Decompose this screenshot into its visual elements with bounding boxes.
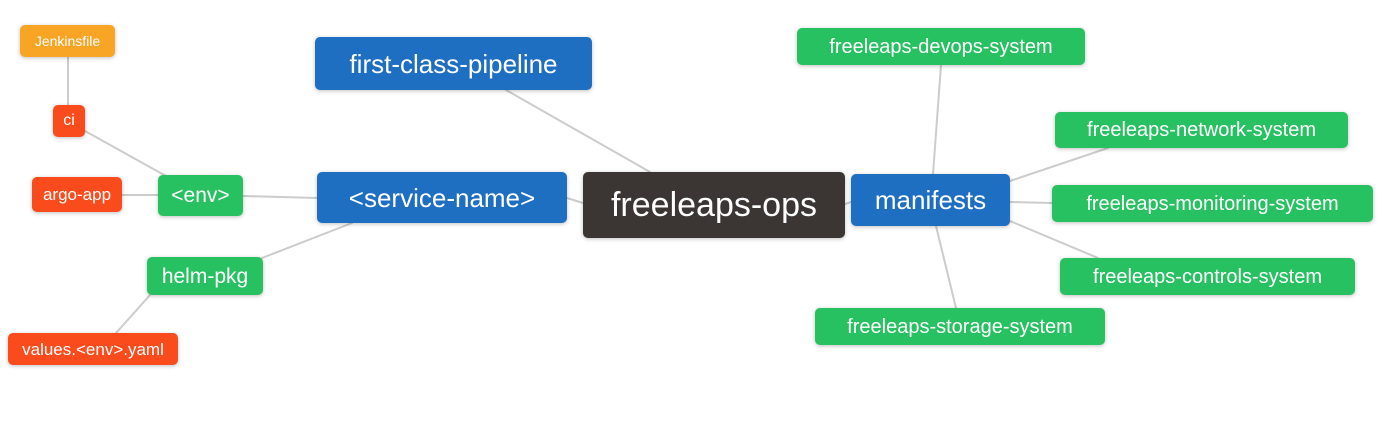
node-argo-app[interactable]: argo-app	[32, 177, 122, 212]
edge-manifests-freeleaps-controls-system	[1009, 220, 1099, 259]
node-values-env-yaml[interactable]: values.<env>.yaml	[8, 333, 178, 365]
edge-manifests-freeleaps-monitoring-system	[1009, 201, 1053, 204]
node-freeleaps-controls-system[interactable]: freeleaps-controls-system	[1060, 258, 1355, 295]
node-jenkinsfile[interactable]: Jenkinsfile	[20, 25, 115, 57]
node-freeleaps-devops-system[interactable]: freeleaps-devops-system	[797, 28, 1085, 65]
edge-manifests-freeleaps-network-system	[1009, 147, 1109, 182]
edge-manifests-freeleaps-devops-system	[932, 64, 942, 175]
node-freeleaps-ops[interactable]: freeleaps-ops	[583, 172, 845, 238]
edge-first-class-pipeline-freeleaps-ops	[505, 89, 651, 173]
edge-values-env-yaml-helm-pkg	[115, 294, 151, 334]
node-freeleaps-monitoring-system[interactable]: freeleaps-monitoring-system	[1052, 185, 1373, 222]
edge-env-service-name	[242, 195, 318, 199]
edge-manifests-freeleaps-storage-system	[935, 225, 957, 309]
node-env[interactable]: <env>	[158, 175, 243, 216]
node-first-class-pipeline[interactable]: first-class-pipeline	[315, 37, 592, 90]
edge-service-name-freeleaps-ops	[566, 197, 584, 204]
edge-helm-pkg-service-name	[261, 222, 353, 259]
node-freeleaps-network-system[interactable]: freeleaps-network-system	[1055, 112, 1348, 148]
node-ci[interactable]: ci	[53, 105, 85, 137]
node-helm-pkg[interactable]: helm-pkg	[147, 257, 263, 295]
node-freeleaps-storage-system[interactable]: freeleaps-storage-system	[815, 308, 1105, 345]
node-manifests[interactable]: manifests	[851, 174, 1010, 226]
edge-ci-env	[84, 130, 167, 177]
node-service-name[interactable]: <service-name>	[317, 172, 567, 223]
